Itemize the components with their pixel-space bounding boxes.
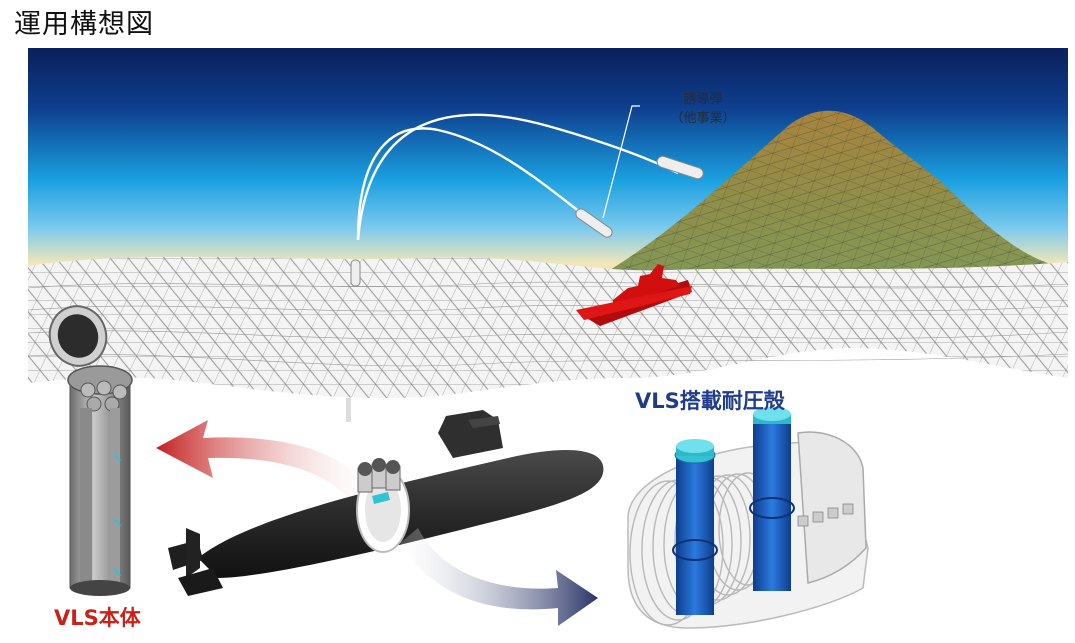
missile-lower	[575, 208, 613, 238]
missile-underwater	[346, 398, 351, 422]
arrow-to-vls-shell	[400, 528, 598, 626]
arrow-to-vls-body	[156, 420, 368, 503]
missile-upper	[656, 155, 704, 180]
missile-label-line2: （他事業）	[670, 111, 736, 126]
missile-launching	[350, 259, 361, 287]
page-title: 運用構想図	[14, 9, 154, 40]
submarine-illustration	[168, 410, 604, 596]
vls-pressure-hull-label: VLS搭載耐圧殻	[635, 389, 785, 413]
vls-body-illustration	[48, 305, 133, 596]
operation-concept-diagram: 誘導弾 （他事業） VLS搭載耐圧殻 VLS本体	[28, 48, 1068, 643]
enemy-ship-icon	[576, 264, 692, 326]
vls-body-label: VLS本体	[54, 606, 141, 630]
missile-label-line1: 誘導弾	[683, 92, 723, 107]
vls-pressure-hull-illustration	[627, 407, 869, 629]
trajectory-long	[356, 113, 679, 241]
diagram-illustration	[28, 48, 1068, 629]
missile-label: 誘導弾 （他事業）	[668, 90, 738, 128]
missile-label-leader	[602, 105, 640, 219]
trajectory-short	[356, 127, 599, 241]
